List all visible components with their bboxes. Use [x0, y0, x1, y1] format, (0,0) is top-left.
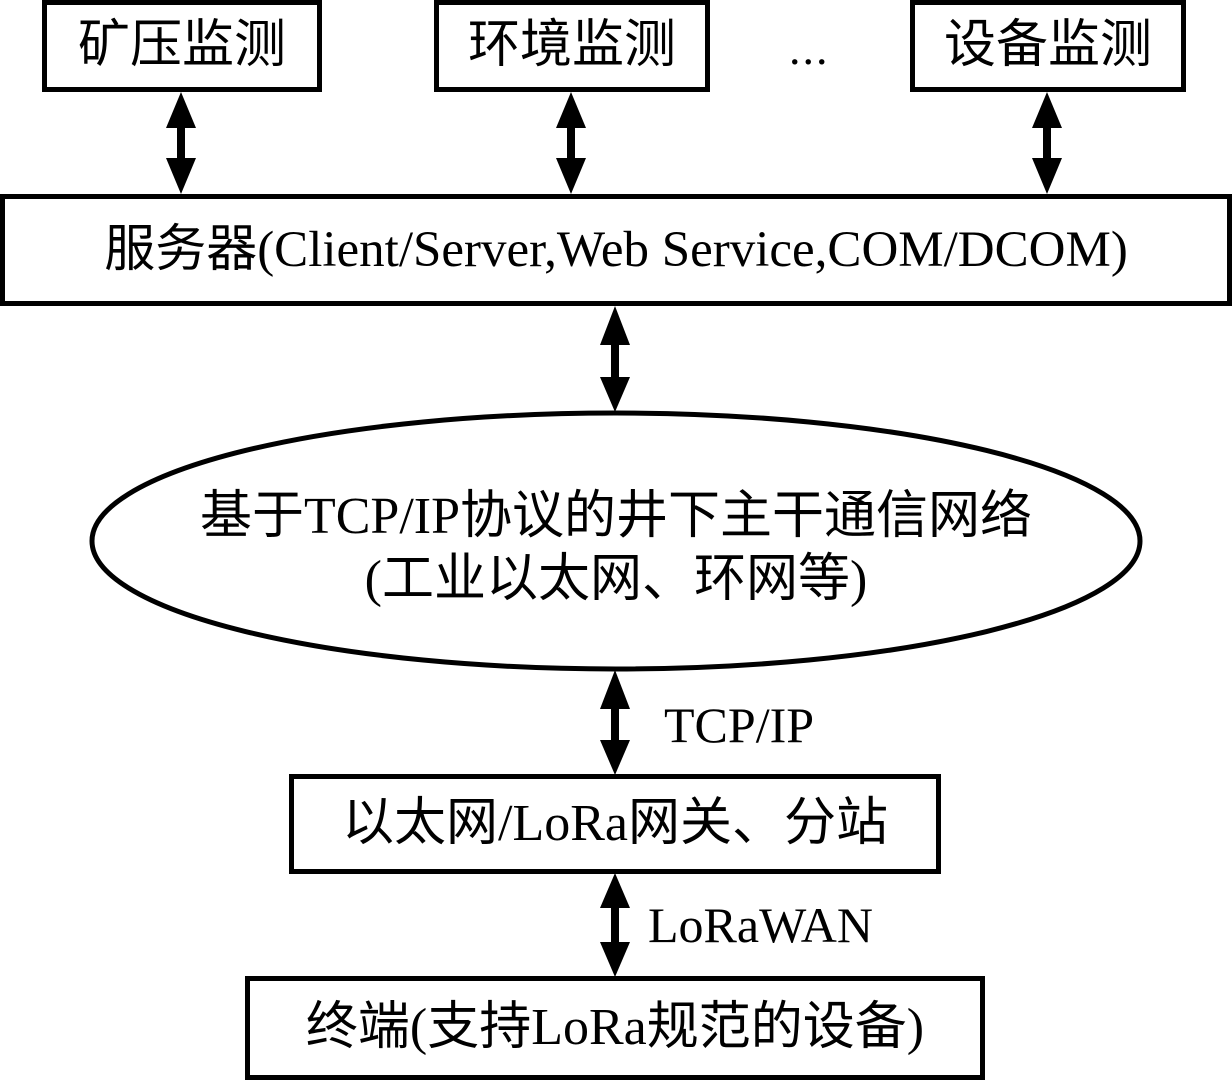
node-environment-label: 环境监测: [467, 17, 676, 74]
backbone-text: 基于TCP/IP协议的井下主干通信网络 (工业以太网、环网等): [120, 478, 1112, 618]
node-mine-pressure: 矿压监测: [42, 0, 322, 92]
ellipsis-text: ...: [789, 23, 830, 74]
arrow-backbone-gateway: [600, 670, 630, 775]
arrow-gateway-terminal: [600, 873, 630, 977]
backbone-ellipse: [89, 410, 1143, 672]
terminal-label: 终端(支持LoRa规范的设备): [305, 999, 925, 1056]
arrow-equipment-server: [1032, 92, 1062, 194]
server-box: 服务器(Client/Server,Web Service,COM/DCOM): [0, 194, 1232, 306]
backbone-line-1: 基于TCP/IP协议的井下主干通信网络: [199, 487, 1033, 545]
gateway-box: 以太网/LoRa网关、分站: [289, 774, 941, 874]
link-label-tcpip: TCP/IP: [664, 697, 815, 753]
arrow-server-backbone: [600, 306, 630, 412]
link-label-lorawan: LoRaWAN: [648, 897, 873, 953]
backbone-line-2: (工业以太网、环网等): [364, 551, 868, 608]
node-equipment-label: 设备监测: [943, 17, 1152, 74]
terminal-box: 终端(支持LoRa规范的设备): [245, 976, 985, 1080]
node-mine-pressure-label: 矿压监测: [77, 17, 286, 74]
arrow-environment-server: [556, 92, 586, 194]
gateway-label: 以太网/LoRa网关、分站: [342, 795, 888, 852]
arrow-mine-pressure-server: [166, 92, 196, 194]
server-label: 服务器(Client/Server,Web Service,COM/DCOM): [104, 221, 1128, 278]
node-environment: 环境监测: [434, 0, 710, 92]
node-equipment: 设备监测: [910, 0, 1186, 92]
